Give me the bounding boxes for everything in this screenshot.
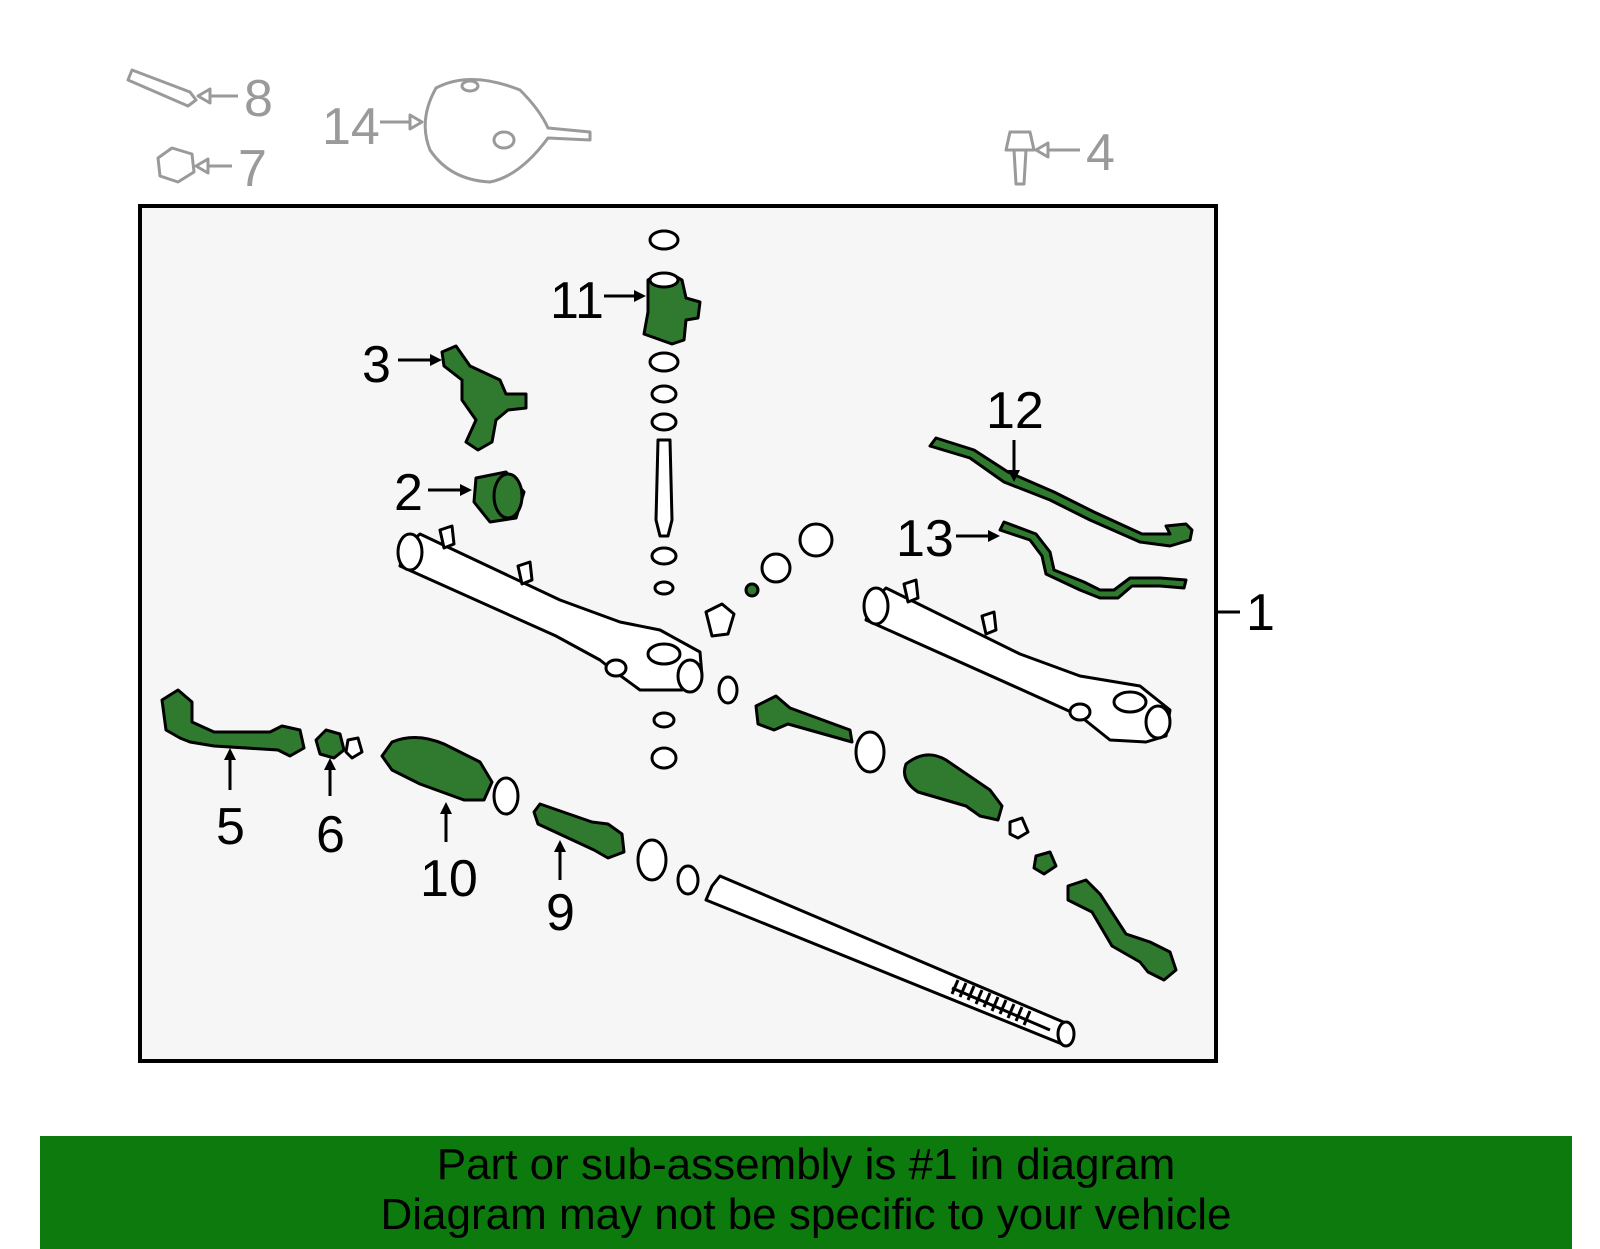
callout-8: 8 xyxy=(244,70,273,128)
rack-housing-left xyxy=(396,524,704,694)
callout-13-leader xyxy=(956,530,1000,542)
banner-line-2: Diagram may not be specific to your vehi… xyxy=(380,1190,1232,1239)
rack-small-seals xyxy=(704,522,834,705)
boot-clamps xyxy=(492,776,700,896)
part-5-tie-rod-end-right xyxy=(1066,878,1178,982)
callout-10-leader xyxy=(440,802,452,842)
callout-10: 10 xyxy=(420,850,478,908)
callout-1: 1 xyxy=(1246,584,1275,642)
callout-7: 7 xyxy=(238,140,267,198)
callout-11-leader xyxy=(604,290,646,302)
callout-6: 6 xyxy=(316,806,345,864)
part-3-mount-bracket xyxy=(440,344,528,452)
part-9-inner-tie-rod-left xyxy=(532,802,626,860)
rack-housing-right xyxy=(862,578,1172,744)
callout-9: 9 xyxy=(546,884,575,942)
part-13-return-line xyxy=(998,520,1188,600)
part-2-bushing xyxy=(472,470,526,524)
callout-12-leader xyxy=(1008,440,1020,482)
part-4-bolt xyxy=(1004,130,1080,186)
callout-5: 5 xyxy=(216,798,245,856)
callout-13: 13 xyxy=(896,510,954,568)
part-10-boot-left xyxy=(380,736,494,802)
banner-line-1: Part or sub-assembly is #1 in diagram xyxy=(436,1140,1176,1189)
callout-4: 4 xyxy=(1086,124,1115,182)
part-5-tie-rod-end-left xyxy=(160,688,306,758)
part-10-boot-right xyxy=(903,753,1004,822)
callout-11: 11 xyxy=(550,272,604,330)
callout-5-leader xyxy=(224,748,236,790)
part-11-valve-housing xyxy=(642,229,702,770)
callout-3-leader xyxy=(398,354,442,366)
callout-12: 12 xyxy=(986,382,1044,440)
callout-9-leader xyxy=(554,840,566,880)
part-9-inner-tie-rod-right xyxy=(754,694,886,774)
part-8-bolt xyxy=(126,68,238,108)
callout-2-leader xyxy=(428,484,472,496)
part-6-jam-nut xyxy=(314,728,364,760)
right-small-nuts xyxy=(1008,816,1058,876)
rack-bar xyxy=(704,874,1076,1048)
info-banner: Part or sub-assembly is #1 in diagram Di… xyxy=(40,1136,1572,1249)
part-14-heat-shield xyxy=(380,78,592,184)
callout-2: 2 xyxy=(394,464,423,522)
callout-3: 3 xyxy=(362,336,391,394)
assembly-frame xyxy=(138,204,1218,1063)
callout-6-leader xyxy=(324,758,336,796)
part-12-pressure-line xyxy=(928,436,1194,548)
part-7-nut xyxy=(156,146,232,184)
callout-14: 14 xyxy=(322,98,380,156)
